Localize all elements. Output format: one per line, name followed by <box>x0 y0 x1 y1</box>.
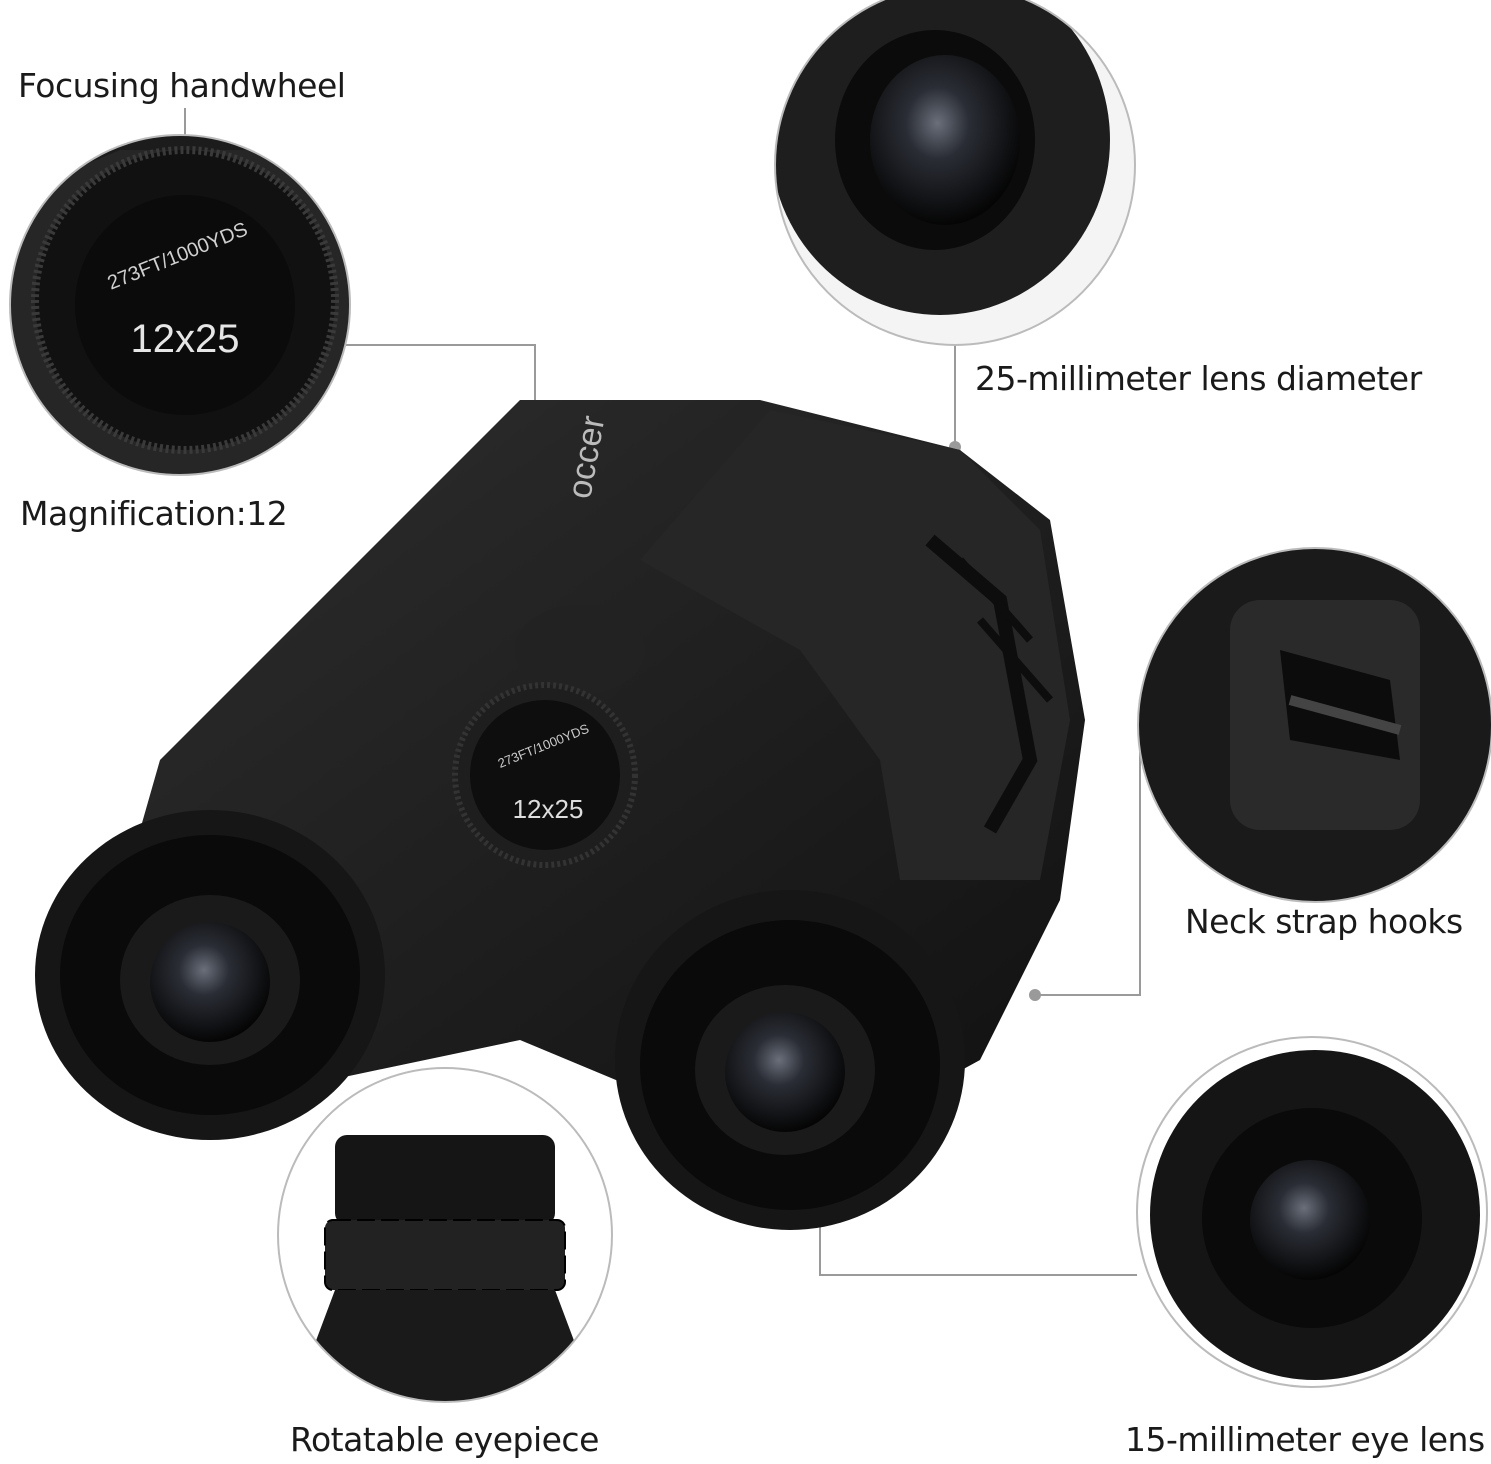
label-lens-diameter: 25-millimeter lens diameter <box>975 359 1422 398</box>
label-eye-lens: 15-millimeter eye lens <box>1125 1420 1485 1459</box>
detail-rotatable-eyepiece <box>277 1067 613 1403</box>
label-magnification: Magnification:12 <box>20 494 288 533</box>
detail-neck-strap-hook <box>1137 547 1491 903</box>
binoculars-main: 12x25 273FT/1000YDS occer <box>35 400 1085 1230</box>
wheel-model-text: 12x25 <box>513 794 584 824</box>
detail-focusing-wheel: 12x25 273FT/1000YDS <box>9 134 351 476</box>
detail-eye-lens <box>1136 1036 1488 1388</box>
detail-wheel-model-text: 12x25 <box>131 317 240 361</box>
label-focusing-handwheel: Focusing handwheel <box>18 66 346 105</box>
label-neck-strap-hooks: Neck strap hooks <box>1185 902 1463 941</box>
detail-objective-lens <box>774 0 1136 346</box>
label-rotatable-eyepiece: Rotatable eyepiece <box>290 1420 599 1459</box>
